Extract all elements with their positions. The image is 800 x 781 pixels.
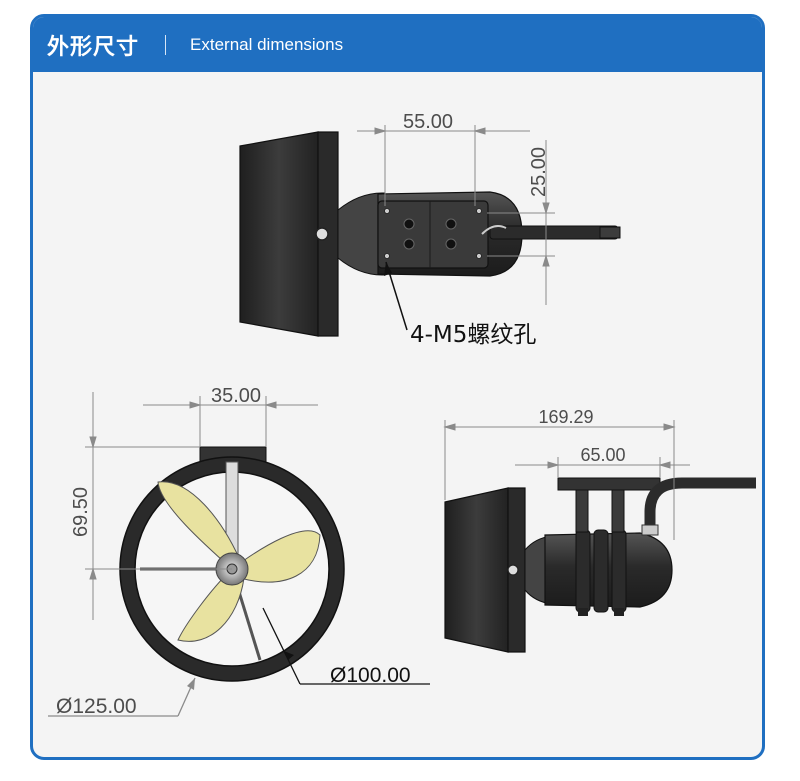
side-view-bracket-right (611, 489, 625, 533)
m5-leader-arrow (384, 262, 392, 276)
side-view: 169.29 65.00 (443, 407, 756, 653)
top-view-shroud (239, 131, 319, 337)
side-dim-total-lines (443, 420, 676, 540)
top-view-cable (489, 225, 619, 240)
header-divider (165, 34, 167, 55)
card-header: 外形尺寸 External dimensions (33, 17, 762, 72)
side-view-shroud (444, 487, 509, 653)
header-title-english: External dimensions (190, 34, 344, 54)
outer-diameter-label: Ø125.00 (56, 695, 137, 718)
front-view-propeller (157, 481, 321, 642)
front-dim-width-lines (143, 396, 318, 447)
side-view-cable (644, 477, 756, 530)
side-view-nuts (578, 608, 624, 616)
top-view-bolts (403, 218, 457, 250)
top-dim-height-label: 25.00 (528, 147, 550, 197)
front-dim-height-lines (85, 392, 232, 620)
side-dim-mount-label: 65.00 (580, 445, 625, 465)
m5-holes-label: 4-M5螺纹孔 (410, 322, 536, 348)
front-dim-width-label: 35.00 (211, 385, 261, 407)
top-dim-height-lines (487, 140, 555, 305)
side-dim-total-label: 169.29 (538, 407, 593, 427)
side-view-bracket-left (575, 489, 589, 533)
top-view-cable-gland (481, 225, 507, 235)
inner-diameter-arrow (284, 651, 294, 660)
inner-diameter-label: Ø100.00 (330, 664, 411, 687)
top-dim-width-lines (357, 125, 530, 206)
side-view-cable-gland (641, 524, 659, 536)
top-view-m5-holes (384, 208, 482, 259)
top-view-screw (315, 227, 329, 241)
side-view-mount-plate (557, 477, 661, 491)
side-view-screw (507, 564, 519, 576)
front-view: 35.00 69.50 Ø100.00 Ø125.00 (48, 385, 430, 718)
side-dim-mount-lines (515, 457, 690, 478)
top-view: 55.00 25.00 4-M5螺纹孔 (239, 111, 621, 348)
front-dim-height-label: 69.50 (70, 487, 92, 537)
inner-diameter-leader (262, 607, 301, 685)
side-view-clamp-bands (575, 529, 627, 613)
top-dim-width-label: 55.00 (403, 111, 453, 133)
outer-diameter-arrow (187, 678, 195, 690)
header-title-chinese: 外形尺寸 (47, 34, 140, 60)
top-view-mount-plate (377, 200, 489, 269)
top-view-cable-end (599, 226, 621, 239)
